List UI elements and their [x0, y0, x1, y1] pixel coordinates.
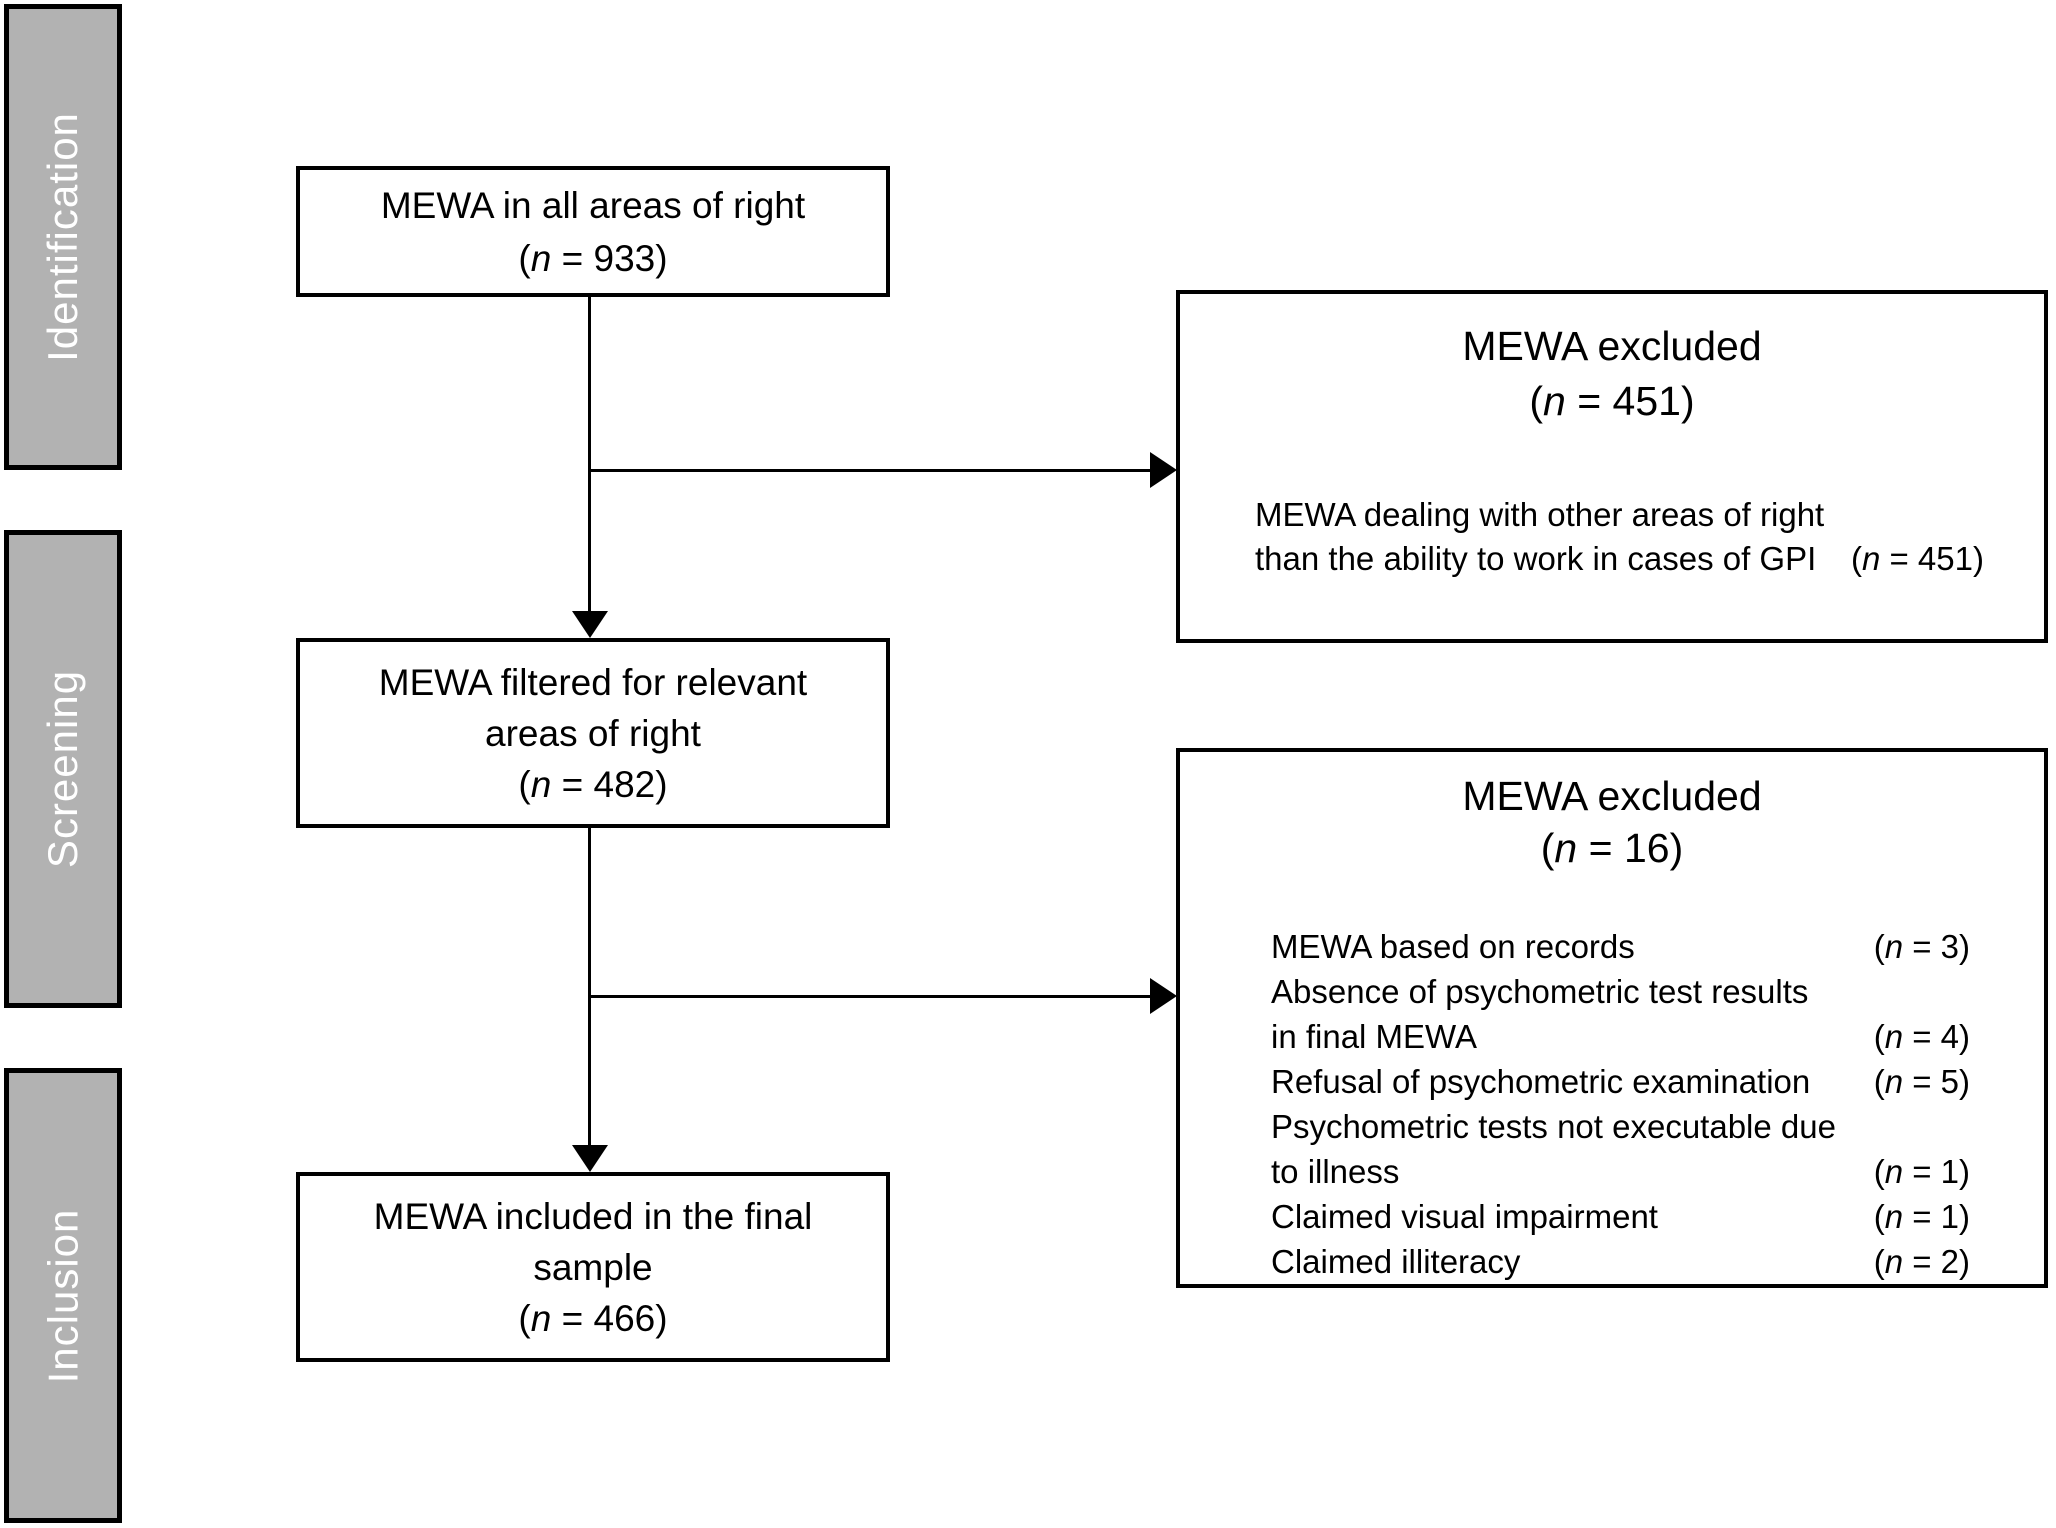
reason-count: (n = 451) — [1850, 540, 1984, 577]
stage-identification-label: Identification — [39, 112, 87, 362]
reason-count: (n = 5) — [1873, 1063, 1970, 1100]
reason-count: (n = 2) — [1873, 1243, 1970, 1280]
flow-box-all-records: MEWA in all areas of right (n = 933) — [296, 166, 890, 297]
arrowhead-right-icon — [1150, 978, 1177, 1014]
exclusion-reason-row: to illness (n = 1) — [1271, 1149, 1970, 1194]
exclusion-box-2-count: (n = 16) — [1540, 825, 1684, 871]
flow-box-filtered: MEWA filtered for relevant areas of righ… — [296, 638, 890, 828]
exclusion-reason-line: MEWA dealing with other areas of right — [1255, 496, 1825, 533]
flow-box-included-count: (n = 466) — [518, 1297, 668, 1339]
connector-vertical-2 — [588, 827, 591, 1148]
exclusion-box-1-count: (n = 451) — [1529, 378, 1695, 424]
connector-horizontal-2 — [590, 995, 1152, 998]
connector-horizontal-1 — [590, 469, 1152, 472]
stage-screening-label: Screening — [39, 669, 86, 869]
exclusion-box-1-title: MEWA excluded (n = 451) — [1180, 294, 2044, 429]
arrowhead-down-icon — [572, 1145, 608, 1172]
exclusion-reason-row: Refusal of psychometric examination (n =… — [1271, 1059, 1970, 1104]
reason-count: (n = 3) — [1873, 928, 1970, 965]
flow-box-all-records-count: (n = 933) — [518, 237, 668, 279]
stage-inclusion-label: Inclusion — [39, 1208, 87, 1383]
exclusion-box-1-body: MEWA dealing with other areas of right t… — [1255, 493, 1984, 581]
exclusion-reason-line: than the ability to work in cases of GPI… — [1255, 537, 1984, 581]
stage-screening: Screening — [4, 530, 122, 1008]
flow-box-included-text-line1: MEWA included in the final — [373, 1195, 813, 1237]
arrowhead-right-icon — [1150, 452, 1177, 488]
connector-vertical-1 — [588, 297, 591, 615]
flow-box-all-records-text: MEWA in all areas of right — [380, 184, 806, 226]
stage-identification: Identification — [4, 4, 122, 470]
reason-count: (n = 4) — [1873, 1018, 1970, 1055]
exclusion-box-2-title: MEWA excluded (n = 16) — [1180, 752, 2044, 874]
stage-inclusion: Inclusion — [4, 1068, 122, 1523]
exclusion-reason-row: in final MEWA (n = 4) — [1271, 1014, 1970, 1059]
exclusion-reason-row: MEWA based on records (n = 3) — [1271, 924, 1970, 969]
exclusion-reason-list: MEWA based on records (n = 3) Absence of… — [1271, 924, 1970, 1284]
reason-count: (n = 1) — [1873, 1153, 1970, 1190]
flow-box-filtered-text-line2: areas of right — [485, 712, 701, 754]
flow-box-included: MEWA included in the final sample (n = 4… — [296, 1172, 890, 1362]
reason-count: (n = 1) — [1873, 1198, 1970, 1235]
flow-box-filtered-count: (n = 482) — [518, 763, 668, 805]
flow-box-filtered-text-line1: MEWA filtered for relevant — [378, 661, 808, 703]
exclusion-reason-row: Claimed illiteracy (n = 2) — [1271, 1239, 1970, 1284]
exclusion-box-2: MEWA excluded (n = 16) MEWA based on rec… — [1176, 748, 2048, 1288]
arrowhead-down-icon — [572, 611, 608, 638]
exclusion-box-1: MEWA excluded (n = 451) MEWA dealing wit… — [1176, 290, 2048, 643]
flow-box-included-text-line2: sample — [533, 1246, 653, 1288]
exclusion-reason-row: Absence of psychometric test results — [1271, 973, 1809, 1010]
exclusion-reason-row: Claimed visual impairment (n = 1) — [1271, 1194, 1970, 1239]
exclusion-reason-row: Psychometric tests not executable due — [1271, 1108, 1836, 1145]
